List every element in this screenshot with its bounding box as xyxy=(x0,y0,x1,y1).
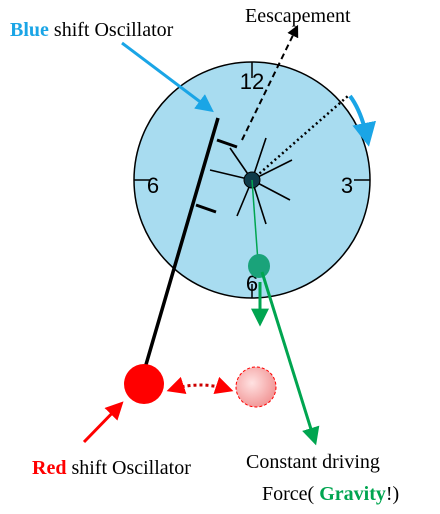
weight-bob xyxy=(248,254,270,278)
escapement-label: Eescapement xyxy=(245,5,351,27)
swing-arrow xyxy=(166,376,234,394)
red-label-rest: shift Oscillator xyxy=(66,457,191,479)
blue-word: Blue xyxy=(10,19,49,41)
red-oscillator-label: Red shift Oscillator xyxy=(32,457,191,479)
rotation-arrow xyxy=(348,94,376,147)
force-prefix: Force( xyxy=(262,483,319,505)
gravity-arrow xyxy=(260,271,320,446)
dial-number-bottom: 6 xyxy=(246,271,258,296)
red-label-arrow xyxy=(82,401,124,444)
dial-number-right: 3 xyxy=(341,173,353,198)
driving-label-line2: Force( Gravity!) xyxy=(262,483,399,505)
red-word: Red xyxy=(32,457,66,479)
pallet-anchor xyxy=(195,138,238,214)
dial-number-left: 6 xyxy=(147,173,159,198)
pendulum-rod xyxy=(143,117,220,369)
blue-label-rest: shift Oscillator xyxy=(49,19,174,41)
force-suffix: !) xyxy=(386,483,399,505)
blue-label-arrow xyxy=(121,41,214,113)
blue-oscillator-label: Blue shift Oscillator xyxy=(10,19,174,41)
escapement-arrow xyxy=(241,24,299,141)
red-bob xyxy=(124,364,164,404)
dial-number-top: 12 xyxy=(240,69,264,94)
dotted-hand xyxy=(251,95,349,181)
weight-cord xyxy=(251,179,259,263)
driving-label-line1: Constant driving xyxy=(246,451,380,473)
gravity-word: Gravity xyxy=(319,483,386,505)
red-bob-ghost xyxy=(235,366,277,408)
